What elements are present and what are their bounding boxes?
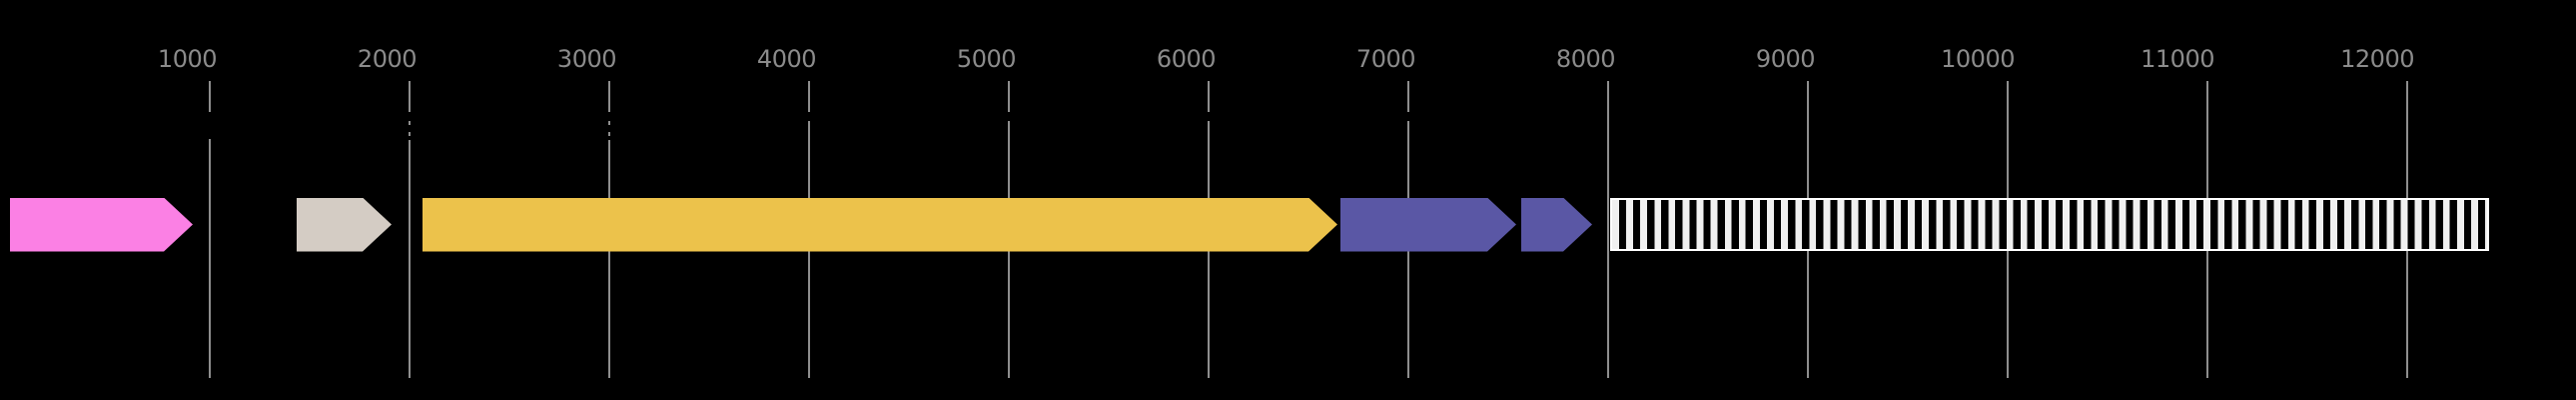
- tick-notch-segment: [607, 125, 611, 132]
- gridline: [1607, 81, 1609, 378]
- tick-notch-segment: [1207, 112, 1211, 121]
- gene-arrow-feature: [1340, 198, 1516, 252]
- tick-notch-segment: [807, 112, 811, 121]
- axis-tick-label: 2000: [357, 45, 418, 73]
- gene-arrow-feature: [423, 198, 1337, 252]
- tick-notch: [607, 112, 611, 140]
- axis-tick-label: 4000: [756, 45, 817, 73]
- tick-notch-segment: [1406, 112, 1410, 121]
- tick-notch-segment: [408, 136, 412, 140]
- axis-tick-label: 7000: [1355, 45, 1416, 73]
- gridline: [209, 81, 211, 378]
- gene-arrow-feature: [1521, 198, 1592, 252]
- tick-notch-segment: [607, 112, 611, 121]
- tick-notch-segment: [1007, 112, 1011, 121]
- hatched-box-feature: [1610, 197, 2489, 251]
- tick-notch: [807, 112, 811, 140]
- axis-tick-label: 3000: [556, 45, 617, 73]
- gridline: [409, 81, 411, 378]
- gene-arrow-feature: [10, 198, 193, 252]
- tick-notch: [1007, 112, 1011, 140]
- axis-tick-label: 6000: [1156, 45, 1217, 73]
- tick-notch: [208, 112, 212, 140]
- axis-tick-label: 9000: [1755, 45, 1816, 73]
- tick-notch-segment: [607, 136, 611, 140]
- axis-tick-label: 11000: [2141, 45, 2214, 73]
- tick-notch-segment: [408, 112, 412, 121]
- tick-notch: [1406, 112, 1410, 140]
- gene-arrow-feature: [297, 198, 392, 252]
- axis-tick-label: 8000: [1555, 45, 1616, 73]
- tick-notch-segment: [408, 125, 412, 132]
- axis-tick-label: 12000: [2340, 45, 2414, 73]
- tick-notch-segment: [208, 112, 212, 139]
- tick-notch: [408, 112, 412, 140]
- tick-notch: [1207, 112, 1211, 140]
- axis-tick-label: 1000: [157, 45, 218, 73]
- axis-tick-label: 10000: [1941, 45, 2015, 73]
- axis-tick-label: 5000: [956, 45, 1017, 73]
